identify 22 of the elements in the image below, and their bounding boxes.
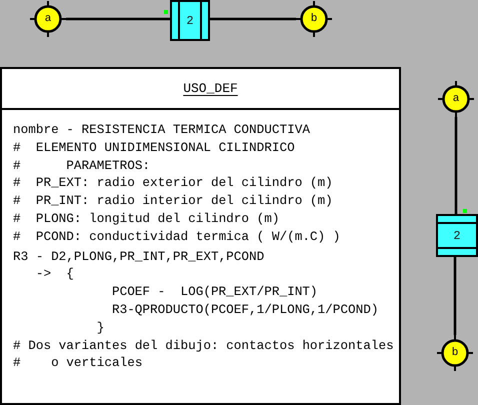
code-line: R3-QPRODUCTO(PCOEF,1/PLONG,1/PCOND) [112,300,378,319]
connector-line [210,18,296,20]
code-line: # PCOND: conductividad termica ( W/(m.C) ) [13,228,340,246]
code-line: R3 - D2,PLONG,PR_INT,PR_EXT,PCOND [13,248,264,266]
code-line: # PR_INT: radio interior del cilindro (m) [13,192,333,210]
code-line: # ELEMENTO UNIDIMENSIONAL CILINDRICO [13,138,295,157]
code-line: -> { [36,265,74,284]
connector-line [66,18,170,20]
connector-line [454,117,458,214]
code-line: # PLONG: longitud del cilindro (m) [13,210,280,228]
element-box: 2 [170,0,210,41]
code-line: PCOEF - LOG(PR_EXT/PR_INT) [112,283,318,301]
code-line: } [96,318,104,337]
code-line: # o verticales [13,354,142,372]
code-line: # PR_EXT: radio exterior del cilindro (m) [13,174,333,192]
code-line: # PARAMETROS: [13,156,150,174]
element-box: 2 [436,214,478,257]
code-line: nombre - RESISTENCIA TERMICA CONDUCTIVA [13,121,310,139]
definition-panel [0,67,401,405]
connector-line [454,257,456,335]
panel-title: USO_DEF [183,81,238,96]
code-line: # Dos variantes del dibujo: contactos horizontales [13,336,394,354]
